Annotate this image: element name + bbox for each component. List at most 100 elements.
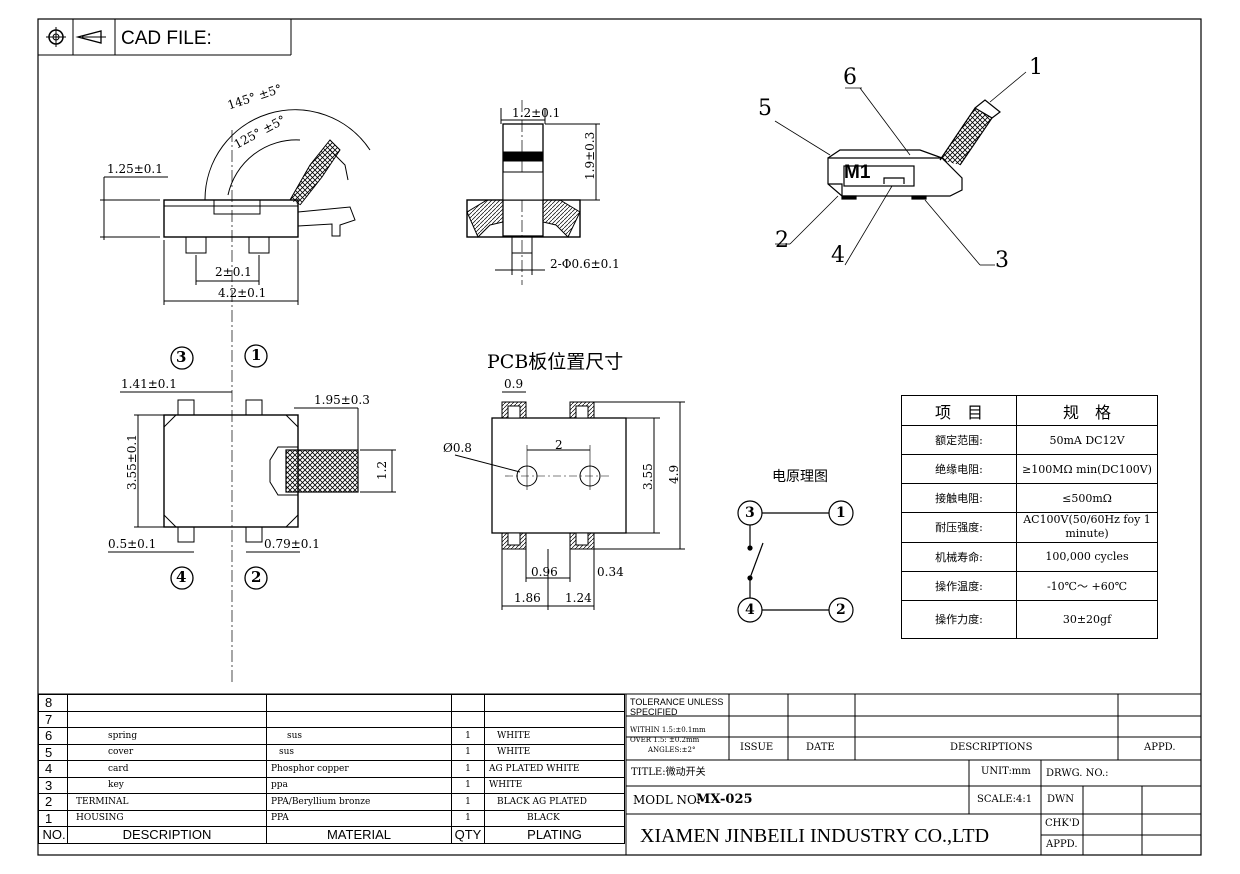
tolerance-line-1: WITHIN 1.5:±0.1mm [630,726,706,734]
dim-inner-height: 3.55 [641,463,655,490]
spec-key: 绝缘电阻: [901,454,1017,484]
bom-header-desc: DESCRIPTION [67,826,267,844]
schematic-title: 电原理图 [772,469,828,485]
bom-header-material: MATERIAL [266,826,452,844]
iso-mark: M1 [844,162,871,183]
dim-side-height: 1.25±0.1 [107,162,163,176]
title-block-grid [38,693,1201,855]
chkd-label: CHK'D [1045,818,1080,829]
bom-plating: WHITE [484,743,625,761]
dim-lever: 1.95±0.3 [314,393,370,407]
bom-plating: BLACK [484,809,625,827]
dim-front-pin: 2-Φ0.6±0.1 [550,257,620,271]
iso-view [774,71,1027,266]
spec-value: -10℃～ +60℃ [1016,570,1158,601]
bom-no: 4 [38,760,68,778]
bom-material: Phosphor copper [266,760,452,778]
spec-value: AC100V(50/60Hz foy 1 minute) [1016,512,1158,543]
spec-key: 接触电阻: [901,483,1017,513]
bom-plating [484,710,625,728]
dwn-label: DWN [1047,794,1075,805]
tolerance-title: TOLERANCE UNLESS SPECIFIED [630,697,724,718]
side-view [100,109,371,685]
dim-hole-spacing: 2 [555,438,563,452]
cad-file-label: CAD FILE: [121,28,212,49]
bom-plating: WHITE [484,727,625,745]
callout-1: 1 [1029,55,1043,80]
callout-6: 6 [843,65,857,90]
bom-no: 1 [38,809,68,827]
bom-desc: cover [67,743,267,761]
scale-label: SCALE:4:1 [977,794,1033,805]
spec-table: 项 目 规 格 额定范围:50mA DC12V 绝缘电阻:≥100MΩ min(… [901,395,1158,639]
tolerance-line-2: OVER 1.5: ±0.2mm [630,736,700,744]
spec-value: ≤500mΩ [1016,483,1158,513]
sch-pin-1: 1 [836,505,846,521]
pin-4-label: 4 [176,568,187,586]
dim-offset: 1.41±0.1 [121,377,177,391]
bom-material: sus [266,743,452,761]
bom-no: 3 [38,776,68,794]
pin-1-label: 1 [251,346,262,364]
bom-qty: 1 [451,793,485,811]
dim-outer-height: 4.9 [667,464,681,484]
pin-3-label: 3 [176,348,187,366]
bom-material: ppa [266,776,452,794]
callout-4: 4 [831,243,845,268]
drawing-title: TITLE:微动开关 [631,767,706,778]
company-name: XIAMEN JINBEILI INDUSTRY CO.,LTD [640,825,990,847]
bom-no: 6 [38,727,68,745]
dim-front-width: 1.2±0.1 [512,106,561,120]
model-number: MX-025 [696,792,753,807]
bom-desc: HOUSING [67,809,267,827]
spec-value: ≥100MΩ min(DC100V) [1016,454,1158,484]
dim-pin-width: 0.5±0.1 [108,537,157,551]
bom-desc: spring [67,727,267,745]
cad-header-box [38,19,292,56]
drawing-frame [37,18,1202,856]
issue-label: ISSUE [740,742,774,753]
spec-value: 100,000 cycles [1016,541,1158,572]
sch-pin-4: 4 [745,602,755,618]
bom-desc: key [67,776,267,794]
bom-material: PPA/Beryllium bronze [266,793,452,811]
spec-key: 机械寿命: [901,541,1017,572]
tolerance-line-3: ANGLES:±2° [648,746,696,754]
bom-desc: card [67,760,267,778]
top-view [108,391,396,553]
dim-a: 0.96 [531,565,558,579]
dim-front-height: 1.9±0.3 [583,131,597,180]
dim-hole: Ø0.8 [443,441,472,455]
spec-value: 50mA DC12V [1016,425,1158,455]
model-label: MODL NO: [633,793,701,807]
pcb-title: PCB板位置尺寸 [487,351,624,373]
dim-c: 1.86 [514,591,541,605]
bom-no: 5 [38,743,68,761]
pcb-layout [454,391,685,610]
bom-no: 2 [38,793,68,811]
sch-pin-3: 3 [745,505,755,521]
schematic [737,500,854,623]
spec-value: 30±20gf [1016,599,1158,639]
bom-header-plating: PLATING [484,826,625,844]
callout-5: 5 [758,96,772,121]
dim-pin-offset: 0.79±0.1 [264,537,320,551]
sch-pin-2: 2 [836,602,846,618]
callout-3: 3 [995,248,1009,273]
spec-key: 耐压强度: [901,512,1017,543]
bom-material: PPA [266,809,452,827]
projection-symbol-icon [46,27,106,47]
spec-header-value: 规 格 [1016,395,1158,426]
dim-d: 1.24 [565,591,592,605]
bom-header-no: NO. [38,826,68,844]
spec-key: 操作温度: [901,570,1017,601]
pin-circles [170,344,268,590]
bom-desc: TERMINAL [67,793,267,811]
bom-qty: 1 [451,727,485,745]
bom-material [266,694,452,712]
drwg-no-label: DRWG. NO.: [1046,768,1109,779]
front-view [466,100,600,285]
dim-lever-width: 1.2 [375,460,389,480]
